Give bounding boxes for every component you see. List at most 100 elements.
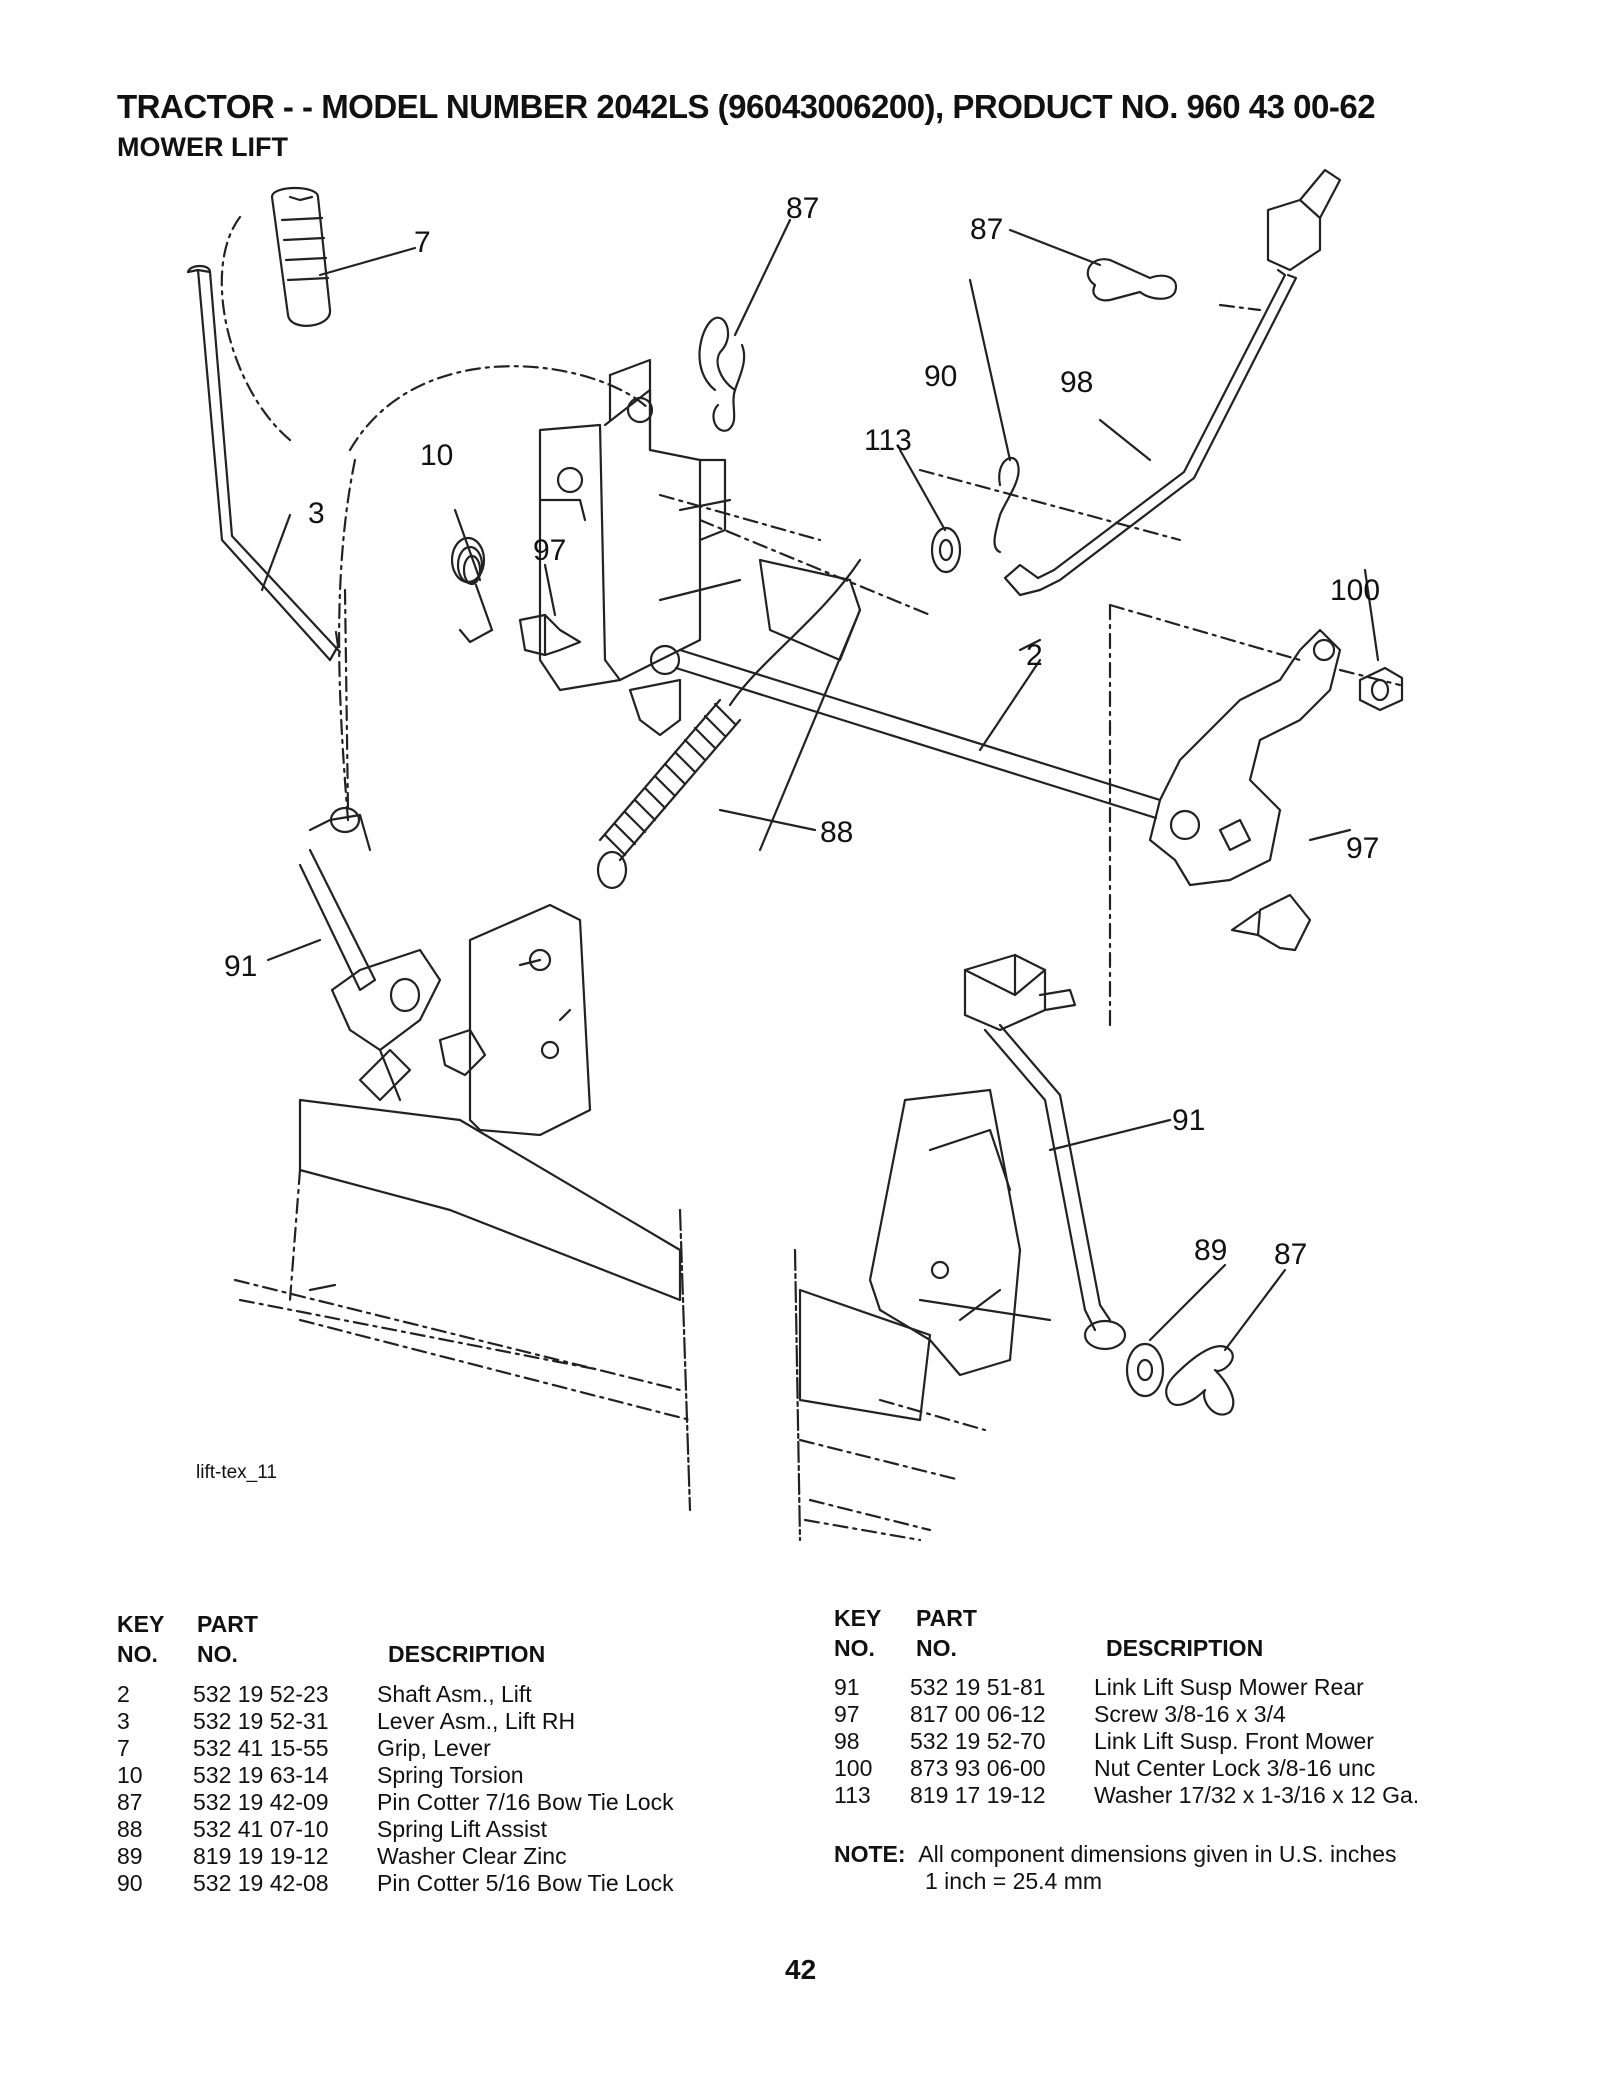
lift-arm-bracket-part bbox=[1148, 628, 1342, 887]
table-row: 7 532 41 15-55 Grip, Lever bbox=[117, 1735, 737, 1762]
note-line-2: 1 inch = 25.4 mm bbox=[925, 1868, 1103, 1894]
callout-87-right: 87 bbox=[970, 213, 1003, 246]
grip-lever-part bbox=[270, 187, 332, 327]
callout-88: 88 bbox=[820, 816, 853, 849]
part-no: 532 19 51-81 bbox=[910, 1674, 1046, 1700]
callout-89: 89 bbox=[1194, 1234, 1227, 1267]
lift-bracket-part bbox=[538, 358, 742, 737]
description: Pin Cotter 7/16 Bow Tie Lock bbox=[377, 1789, 674, 1815]
screw-part-left bbox=[518, 613, 582, 657]
table-row: 88 532 41 07-10 Spring Lift Assist bbox=[117, 1816, 737, 1843]
page-title: TRACTOR - - MODEL NUMBER 2042LS (9604300… bbox=[117, 88, 1376, 125]
description: Shaft Asm., Lift bbox=[377, 1681, 532, 1707]
mower-deck-right-part bbox=[793, 1248, 987, 1542]
callout-91-right: 91 bbox=[1172, 1104, 1205, 1137]
callout-87-top: 87 bbox=[786, 192, 819, 225]
right-header-part-no: NO. bbox=[916, 1635, 957, 1661]
rear-link-left-part bbox=[298, 806, 487, 1102]
callout-98: 98 bbox=[1060, 366, 1093, 399]
description: Pin Cotter 5/16 Bow Tie Lock bbox=[377, 1870, 674, 1896]
screw-part-right bbox=[1230, 893, 1312, 952]
callout-90: 90 bbox=[924, 360, 957, 393]
diagram-code: lift-tex_11 bbox=[196, 1462, 277, 1483]
left-header-description: DESCRIPTION bbox=[388, 1641, 546, 1667]
washer-113-part bbox=[930, 526, 962, 574]
part-no: 819 17 19-12 bbox=[910, 1782, 1046, 1808]
callout-113: 113 bbox=[864, 424, 912, 457]
table-row: 3 532 19 52-31 Lever Asm., Lift RH bbox=[117, 1708, 737, 1735]
part-no: 532 19 52-31 bbox=[193, 1708, 329, 1734]
key-no: 91 bbox=[834, 1674, 860, 1700]
callout-97-left: 97 bbox=[533, 534, 566, 567]
description: Screw 3/8-16 x 3/4 bbox=[1094, 1701, 1286, 1727]
description: Spring Lift Assist bbox=[377, 1816, 548, 1842]
rear-link-right-part bbox=[963, 953, 1127, 1351]
callout-2: 2 bbox=[1026, 639, 1043, 672]
key-no: 98 bbox=[834, 1728, 860, 1754]
part-no: 532 41 15-55 bbox=[193, 1735, 329, 1761]
left-header-key: KEY bbox=[117, 1611, 165, 1637]
note-line-1: All component dimensions given in U.S. i… bbox=[918, 1841, 1397, 1867]
deck-bracket-left-part bbox=[468, 903, 592, 1137]
key-no: 3 bbox=[117, 1708, 130, 1734]
description: Link Lift Susp Mower Rear bbox=[1094, 1674, 1364, 1700]
washer-89-part bbox=[1125, 1342, 1165, 1398]
description: Washer Clear Zinc bbox=[377, 1843, 567, 1869]
bow-tie-pin-top-right bbox=[1086, 258, 1178, 302]
left-header-part-no: NO. bbox=[197, 1641, 238, 1667]
key-no: 7 bbox=[117, 1735, 130, 1761]
callout-97-right: 97 bbox=[1346, 832, 1379, 865]
callout-7: 7 bbox=[414, 226, 431, 259]
part-no: 532 19 42-09 bbox=[193, 1789, 329, 1815]
description: Washer 17/32 x 1-3/16 x 12 Ga. bbox=[1094, 1782, 1420, 1808]
right-header-no: NO. bbox=[834, 1635, 875, 1661]
part-no: 532 19 63-14 bbox=[193, 1762, 329, 1788]
description: Spring Torsion bbox=[377, 1762, 524, 1788]
part-no: 532 41 07-10 bbox=[193, 1816, 329, 1842]
table-row: 90 532 19 42-08 Pin Cotter 5/16 Bow Tie Lo… bbox=[117, 1870, 737, 1897]
nut-100-part bbox=[1358, 666, 1404, 712]
description: Link Lift Susp. Front Mower bbox=[1094, 1728, 1374, 1754]
description: Nut Center Lock 3/8-16 unc bbox=[1094, 1755, 1376, 1781]
part-no: 819 19 19-12 bbox=[193, 1843, 329, 1869]
lift-assist-spring-part bbox=[596, 558, 862, 890]
description: Grip, Lever bbox=[377, 1735, 491, 1761]
key-no: 113 bbox=[834, 1782, 871, 1808]
table-row: 91 532 19 51-81 Link Lift Susp Mower Rear bbox=[834, 1674, 1474, 1701]
key-no: 97 bbox=[834, 1701, 860, 1727]
mower-lift-exploded-diagram: 87 7 87 90 98 113 10 3 97 100 2 88 97 91… bbox=[186, 168, 1404, 1542]
part-no: 532 19 42-08 bbox=[193, 1870, 329, 1896]
table-row: 98 532 19 52-70 Link Lift Susp. Front Mowe… bbox=[834, 1728, 1474, 1755]
front-link-rod-part bbox=[1003, 168, 1342, 597]
part-no: 532 19 52-70 bbox=[910, 1728, 1046, 1754]
bow-tie-pin-top bbox=[698, 316, 746, 432]
table-row: 100 873 93 06-00 Nut Center Lock 3/8-16 un… bbox=[834, 1755, 1474, 1782]
bow-tie-pin-bottom bbox=[1165, 1345, 1235, 1416]
lift-lever-part bbox=[186, 264, 342, 662]
key-no: 2 bbox=[117, 1681, 130, 1707]
part-no: 532 19 52-23 bbox=[193, 1681, 329, 1707]
torsion-spring-part bbox=[450, 536, 494, 644]
deck-bracket-right-part bbox=[868, 1088, 1052, 1377]
key-no: 100 bbox=[834, 1755, 873, 1781]
key-no: 88 bbox=[117, 1816, 143, 1842]
part-no: 873 93 06-00 bbox=[910, 1755, 1046, 1781]
right-header-part: PART bbox=[916, 1605, 977, 1631]
lift-shaft-part bbox=[674, 558, 1162, 852]
callout-3: 3 bbox=[308, 497, 325, 530]
left-header-no: NO. bbox=[117, 1641, 158, 1667]
right-header-key: KEY bbox=[834, 1605, 882, 1631]
description: Lever Asm., Lift RH bbox=[377, 1708, 576, 1734]
callout-87-bottom: 87 bbox=[1274, 1238, 1307, 1271]
parts-table-left: 2 532 19 52-23 Shaft Asm., Lift 3 532 19 52… bbox=[117, 1681, 737, 1897]
table-row: 113 819 17 19-12 Washer 17/32 x 1-3/16 x 1… bbox=[834, 1782, 1474, 1809]
callout-10: 10 bbox=[420, 439, 453, 472]
right-header-description: DESCRIPTION bbox=[1106, 1635, 1264, 1661]
table-row: 2 532 19 52-23 Shaft Asm., Lift bbox=[117, 1681, 737, 1708]
key-no: 90 bbox=[117, 1870, 143, 1896]
